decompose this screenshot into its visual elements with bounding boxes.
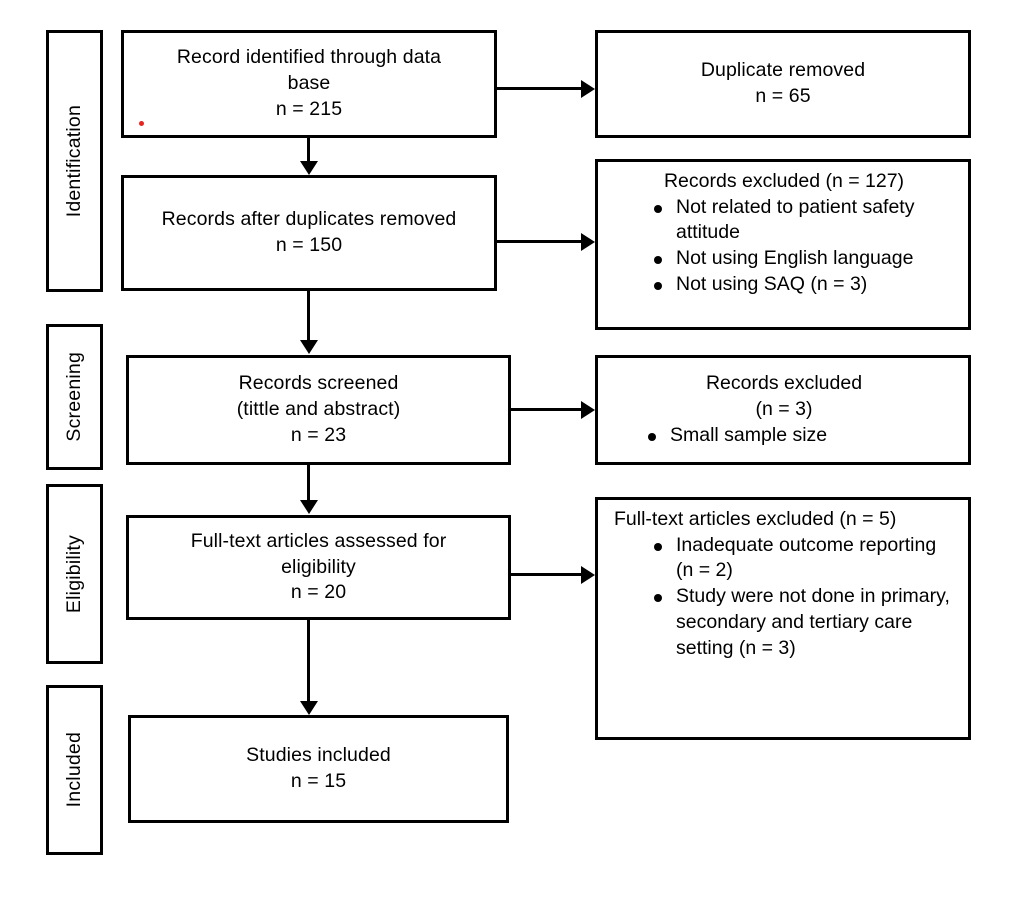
stage-label-screening-text: Screening	[62, 352, 85, 442]
box-studies-included: Studies included n = 15	[128, 715, 509, 823]
arrow-down-2	[299, 340, 318, 354]
box-records-identified-line-3: n = 215	[275, 97, 343, 120]
box-full-text-assessed-line-3: n = 20	[290, 581, 347, 604]
stage-label-included: Included	[46, 685, 103, 855]
stage-label-screening: Screening	[46, 324, 103, 470]
box-records-excluded-screening-2-bullets: Small sample size	[610, 423, 958, 449]
box-records-screened: Records screened (tittle and abstract) n…	[126, 355, 511, 465]
arrow-right-3	[581, 400, 595, 419]
connector-horizontal-2	[497, 240, 582, 243]
box-records-after-duplicates-line-1: Records after duplicates removed	[161, 208, 457, 231]
box-records-screened-line-3: n = 23	[290, 423, 347, 446]
list-item: Small sample size	[648, 423, 958, 449]
arrow-down-3	[299, 500, 318, 514]
arrow-right-4	[581, 565, 595, 584]
box-full-text-excluded-title: Full-text articles excluded (n = 5)	[614, 508, 897, 530]
box-records-excluded-screening-1-title: Records excluded (n = 127)	[663, 170, 905, 192]
list-item: Inadequate outcome reporting (n = 2)	[654, 533, 958, 584]
red-dot-artifact	[139, 121, 144, 126]
box-records-screened-line-1: Records screened	[238, 372, 399, 395]
list-item: Not related to patient safety attitude	[654, 195, 958, 246]
box-records-after-duplicates: Records after duplicates removed n = 150	[121, 175, 497, 291]
box-studies-included-line-2: n = 15	[290, 770, 347, 792]
connector-horizontal-1	[497, 87, 582, 90]
stage-label-eligibility-text: Eligibility	[62, 534, 85, 614]
arrow-down-4	[299, 701, 318, 715]
box-records-identified: Record identified through data base n = …	[121, 30, 497, 138]
arrow-down-1	[299, 161, 318, 175]
list-item: Not using English language	[654, 246, 958, 272]
box-duplicates-removed-line-2: n = 65	[755, 85, 811, 107]
arrow-right-1	[581, 79, 595, 98]
box-records-after-duplicates-line-2: n = 150	[275, 234, 343, 256]
connector-vertical-4	[307, 620, 310, 702]
box-full-text-assessed: Full-text articles assessed for eligibil…	[126, 515, 511, 620]
connector-horizontal-4	[511, 573, 582, 576]
box-records-screened-line-2: (tittle and abstract)	[236, 398, 401, 421]
stage-label-identification-text: Identification	[62, 104, 85, 218]
connector-vertical-1	[307, 138, 310, 162]
stage-label-identification: Identification	[46, 30, 103, 292]
box-records-excluded-screening-2-title: Records excluded	[705, 372, 863, 395]
connector-vertical-3	[307, 465, 310, 501]
stage-label-included-text: Included	[62, 732, 85, 808]
box-full-text-excluded-bullets: Inadequate outcome reporting (n = 2) Stu…	[610, 533, 958, 662]
connector-vertical-2	[307, 291, 310, 341]
box-full-text-assessed-line-1: Full-text articles assessed for	[190, 529, 447, 552]
list-item: Study were not done in primary, secondar…	[654, 584, 958, 661]
stage-label-eligibility: Eligibility	[46, 484, 103, 664]
box-full-text-excluded: Full-text articles excluded (n = 5) Inad…	[595, 497, 971, 740]
box-duplicates-removed: Duplicate removed n = 65	[595, 30, 971, 138]
box-studies-included-line-1: Studies included	[246, 744, 391, 767]
box-records-identified-line-2: base	[287, 72, 331, 95]
arrow-right-2	[581, 232, 595, 251]
connector-horizontal-3	[511, 408, 582, 411]
box-records-excluded-screening-2-subtitle: (n = 3)	[755, 398, 813, 421]
box-records-excluded-screening-2: Records excluded (n = 3) Small sample si…	[595, 355, 971, 465]
list-item: Not using SAQ (n = 3)	[654, 272, 958, 298]
box-records-excluded-screening-1: Records excluded (n = 127) Not related t…	[595, 159, 971, 330]
box-full-text-assessed-line-2: eligibility	[281, 555, 356, 578]
box-records-identified-line-1: Record identified through data	[176, 46, 442, 69]
box-duplicates-removed-line-1: Duplicate removed	[700, 59, 866, 82]
box-records-excluded-screening-1-bullets: Not related to patient safety attitude N…	[610, 195, 958, 298]
